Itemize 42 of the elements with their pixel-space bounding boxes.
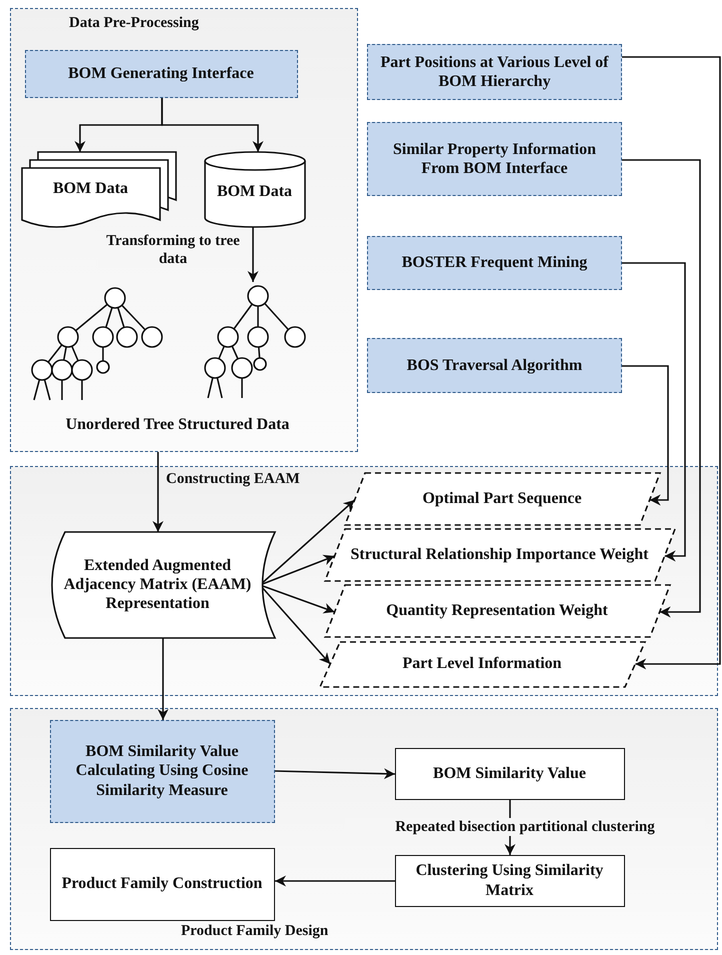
box-label: BOS Traversal Algorithm <box>406 356 584 376</box>
box-label: BOM Generating Interface <box>67 64 255 84</box>
box-label: BOM Similarity Value Calculating Using Cosine Similarity Measure <box>74 742 250 800</box>
box-label: Similar Property Information From BOM Interface <box>392 140 597 178</box>
box-label: BOSTER Frequent Mining <box>400 253 588 273</box>
box-label: BOM Similarity Value <box>432 764 587 784</box>
arrow <box>622 365 669 506</box>
box-label: Part Positions at Various Level of BOM Hierarchy <box>380 52 610 92</box>
group-panel <box>10 466 718 696</box>
arrow <box>274 768 396 780</box>
shape-label: Unordered Tree Structured Data <box>66 414 290 434</box>
process-box <box>367 44 622 100</box>
arrow <box>158 638 168 720</box>
arrow <box>622 159 701 618</box>
process-box <box>367 122 622 196</box>
group-title: Data Pre-Processing <box>69 15 199 32</box>
arrow <box>248 227 258 282</box>
arrow <box>622 56 721 670</box>
shape-label: Structural Relationship Importance Weight <box>350 544 648 564</box>
shape-label: BOM Data <box>216 182 292 202</box>
arrow <box>275 876 395 886</box>
box-label: Product Family Construction <box>60 874 264 894</box>
shape-label: Extended Augmented Adjacency Matrix (EAAM) Representation <box>62 556 252 614</box>
arrow <box>161 98 264 152</box>
group-title: Constructing EAAM <box>166 471 300 488</box>
arrow <box>622 262 686 562</box>
process-box <box>367 338 622 393</box>
process-box <box>50 848 274 920</box>
arrow <box>152 452 164 532</box>
shape-label: Part Level Information <box>402 654 562 674</box>
process-box <box>367 236 622 290</box>
process-box <box>394 854 624 906</box>
process-box <box>394 748 624 800</box>
box-label: Clustering Using Similarity Matrix <box>414 861 604 900</box>
shape-label: BOM Data <box>52 178 128 198</box>
shape-label: Quantity Representation Weight <box>386 600 608 620</box>
group-panel <box>10 708 718 950</box>
group-panel <box>10 8 358 452</box>
group-title: Product Family Design <box>181 923 328 940</box>
process-box <box>50 720 274 822</box>
process-box <box>24 50 298 98</box>
shape-label: Optimal Part Sequence <box>422 488 582 508</box>
